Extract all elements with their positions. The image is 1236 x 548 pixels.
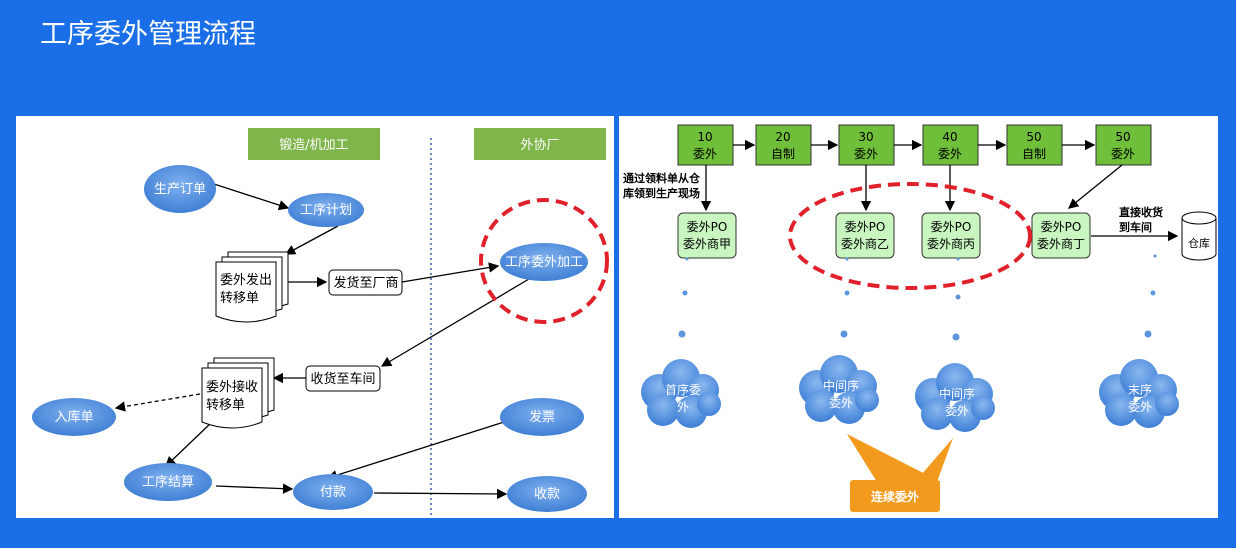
po-vendor-a: 委外PO 委外商甲 (677, 212, 737, 259)
svg-text:自制: 自制 (771, 147, 795, 161)
svg-text:工序结算: 工序结算 (142, 475, 194, 490)
svg-text:入库单: 入库单 (54, 409, 93, 425)
node-stock-in: 入库单 (32, 398, 116, 436)
svg-text:委外PO: 委外PO (931, 220, 972, 234)
svg-text:委外商丙: 委外商丙 (927, 236, 975, 251)
svg-text:50: 50 (1026, 130, 1041, 144)
svg-text:50: 50 (1115, 130, 1130, 144)
warehouse-cylinder-icon: 仓库 (1181, 211, 1217, 261)
svg-text:委外PO: 委外PO (687, 220, 728, 234)
node-ship-to-vendor: 发货至厂商 (328, 269, 403, 296)
svg-text:工序计划: 工序计划 (300, 203, 352, 218)
step-50-inhouse: 50 自制 (1006, 124, 1063, 166)
step-50-outsource: 50 委外 (1095, 124, 1152, 166)
cloud-middle-outsource-1: 中间序 委外 (799, 355, 879, 424)
node-production-order: 生产订单 (144, 165, 216, 213)
highlight-outsource-circle (479, 198, 609, 324)
svg-text:委外: 委外 (854, 147, 878, 161)
doc-outsource-send-transfer: 委外发出 转移单 (215, 251, 289, 323)
svg-text:仓库: 仓库 (1188, 236, 1210, 250)
lane-header-subcontractor: 外协厂 (474, 128, 606, 160)
svg-text:委外商乙: 委外商乙 (841, 236, 889, 251)
cloud-last-outsource: 末序 委外 (1099, 359, 1179, 428)
svg-text:锻造/机加工: 锻造/机加工 (279, 138, 348, 153)
svg-text:生产订单: 生产订单 (154, 182, 206, 197)
svg-text:委外: 委外 (1128, 400, 1152, 414)
svg-text:委外: 委外 (945, 404, 969, 418)
svg-text:委外发出: 委外发出 (220, 272, 272, 288)
highlight-consecutive-outsource (788, 182, 1032, 290)
svg-text:首序委: 首序委 (665, 382, 701, 397)
svg-text:委外PO: 委外PO (845, 220, 886, 234)
svg-text:委外接收: 委外接收 (206, 379, 258, 395)
step-30-outsource: 30 委外 (838, 124, 895, 166)
svg-text:中间序: 中间序 (939, 386, 975, 401)
svg-text:委外: 委外 (938, 147, 962, 161)
svg-text:库领到生产现场: 库领到生产现场 (623, 186, 700, 200)
svg-text:30: 30 (858, 130, 873, 144)
right-routing-panel: 10 委外 20 自制 30 委外 40 委外 50 自制 50 委外 (619, 116, 1218, 518)
node-receive-to-workshop: 收货至车间 (305, 365, 381, 392)
step-20-inhouse: 20 自制 (755, 124, 812, 166)
doc-outsource-receive-transfer: 委外接收 转移单 (201, 357, 275, 429)
po-vendor-b: 委外PO 委外商乙 (835, 212, 895, 259)
svg-text:收款: 收款 (534, 487, 560, 502)
svg-text:工序委外加工: 工序委外加工 (505, 255, 583, 270)
svg-text:收货至车间: 收货至车间 (310, 371, 375, 387)
svg-text:转移单: 转移单 (206, 398, 245, 413)
note-material-requisition: 通过领料单从仓 库领到生产现场 (623, 171, 701, 200)
svg-text:自制: 自制 (1022, 147, 1046, 161)
note-direct-receipt: 直接收货 到车间 (1119, 205, 1163, 234)
svg-text:中间序: 中间序 (823, 378, 859, 393)
svg-text:委外PO: 委外PO (1041, 220, 1082, 234)
cloud-middle-outsource-2: 中间序 委外 (915, 363, 995, 432)
lane-header-forging: 锻造/机加工 (248, 128, 380, 160)
svg-text:委外: 委外 (1111, 147, 1135, 161)
svg-text:付款: 付款 (320, 485, 346, 500)
svg-text:连续委外: 连续委外 (871, 489, 919, 504)
svg-text:委外: 委外 (693, 147, 717, 161)
svg-text:发票: 发票 (529, 409, 555, 425)
po-vendor-d: 委外PO 委外商丁 (1031, 212, 1091, 259)
node-payment: 付款 (293, 474, 373, 510)
svg-text:委外商甲: 委外商甲 (683, 236, 731, 251)
right-routing-diagram: 10 委外 20 自制 30 委外 40 委外 50 自制 50 委外 (623, 124, 1217, 512)
svg-text:外协厂: 外协厂 (520, 138, 559, 153)
svg-text:40: 40 (942, 130, 957, 144)
step-40-outsource: 40 委外 (922, 124, 979, 166)
step-10-outsource: 10 委外 (677, 124, 734, 166)
svg-text:10: 10 (697, 130, 712, 144)
po-vendor-c: 委外PO 委外商丙 (921, 212, 981, 259)
svg-text:通过领料单从仓: 通过领料单从仓 (623, 171, 701, 185)
svg-text:到车间: 到车间 (1119, 220, 1152, 234)
svg-text:委外商丁: 委外商丁 (1037, 236, 1085, 251)
svg-text:外: 外 (677, 400, 689, 414)
svg-text:末序: 末序 (1128, 382, 1152, 397)
node-process-settlement: 工序结算 (124, 463, 212, 501)
callout-consecutive-outsource: 连续委外 (847, 434, 953, 512)
svg-text:转移单: 转移单 (220, 291, 259, 306)
svg-text:发货至厂商: 发货至厂商 (333, 275, 398, 291)
node-invoice: 发票 (500, 398, 584, 436)
cloud-first-outsource: 首序委 外 (641, 359, 721, 428)
node-process-plan: 工序计划 (288, 193, 364, 227)
page-title: 工序委外管理流程 (40, 19, 256, 50)
node-outsource-process: 工序委外加工 (500, 243, 588, 281)
svg-text:直接收货: 直接收货 (1119, 205, 1163, 219)
left-flow-diagram: 锻造/机加工 外协厂 生产订单 工序计划 工序委外加工 入库单 发票 (32, 128, 609, 518)
node-collection: 收款 (507, 476, 587, 512)
svg-text:20: 20 (775, 130, 790, 144)
left-flow-panel: 锻造/机加工 外协厂 生产订单 工序计划 工序委外加工 入库单 发票 (16, 116, 614, 518)
svg-text:委外: 委外 (829, 396, 853, 410)
